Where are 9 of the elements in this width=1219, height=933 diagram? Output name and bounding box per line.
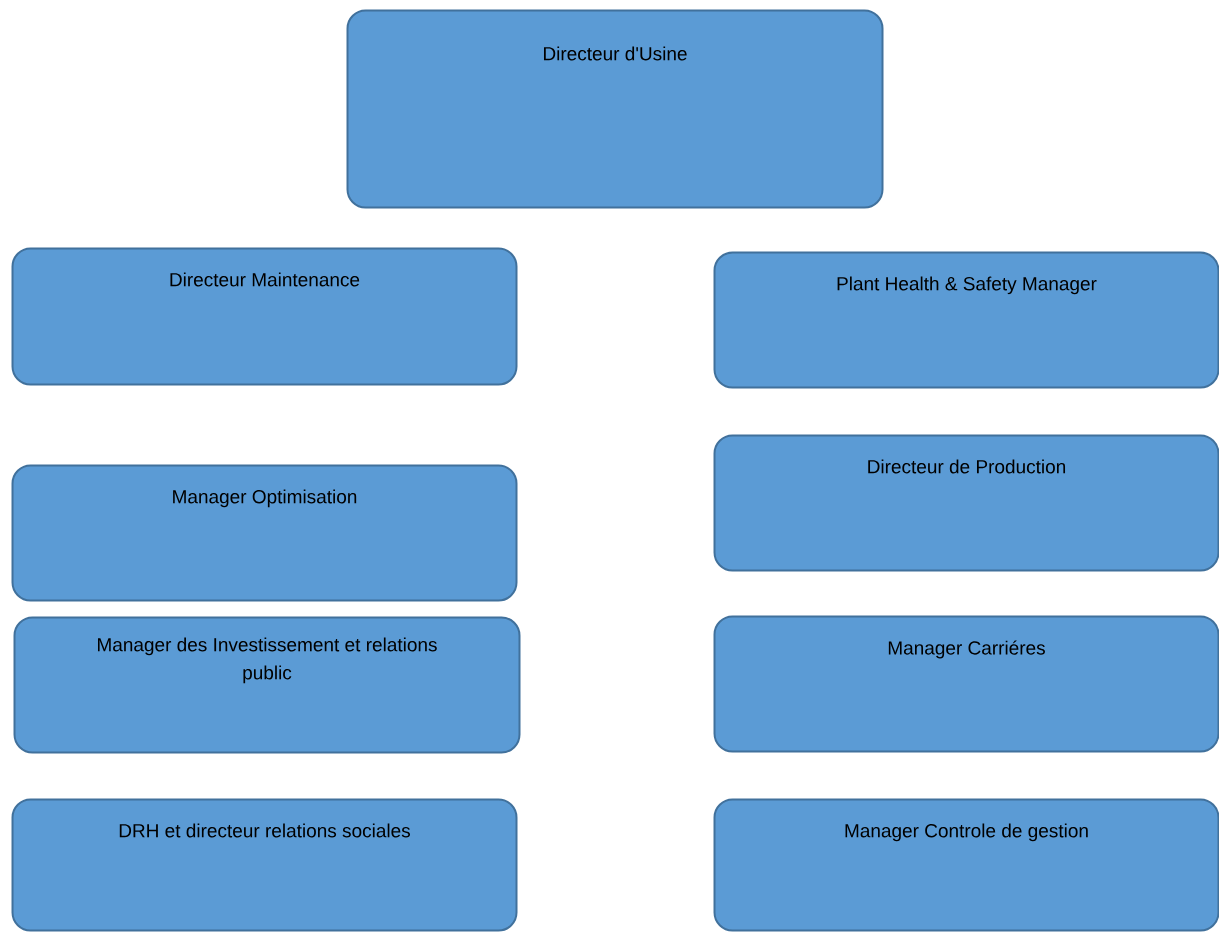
org-box: Directeur d'Usine [346,9,884,209]
org-box: DRH et directeur relations sociales [11,798,518,932]
org-box: Directeur de Production [713,434,1219,572]
org-box: Manager des Investissement et relations public [13,616,521,754]
org-box: Manager Optimisation [11,464,518,602]
org-box: Directeur Maintenance [11,247,518,386]
org-box: Manager Carriéres [713,615,1219,753]
org-box: Manager Controle de gestion [713,798,1219,932]
org-box: Plant Health & Safety Manager [713,251,1219,389]
